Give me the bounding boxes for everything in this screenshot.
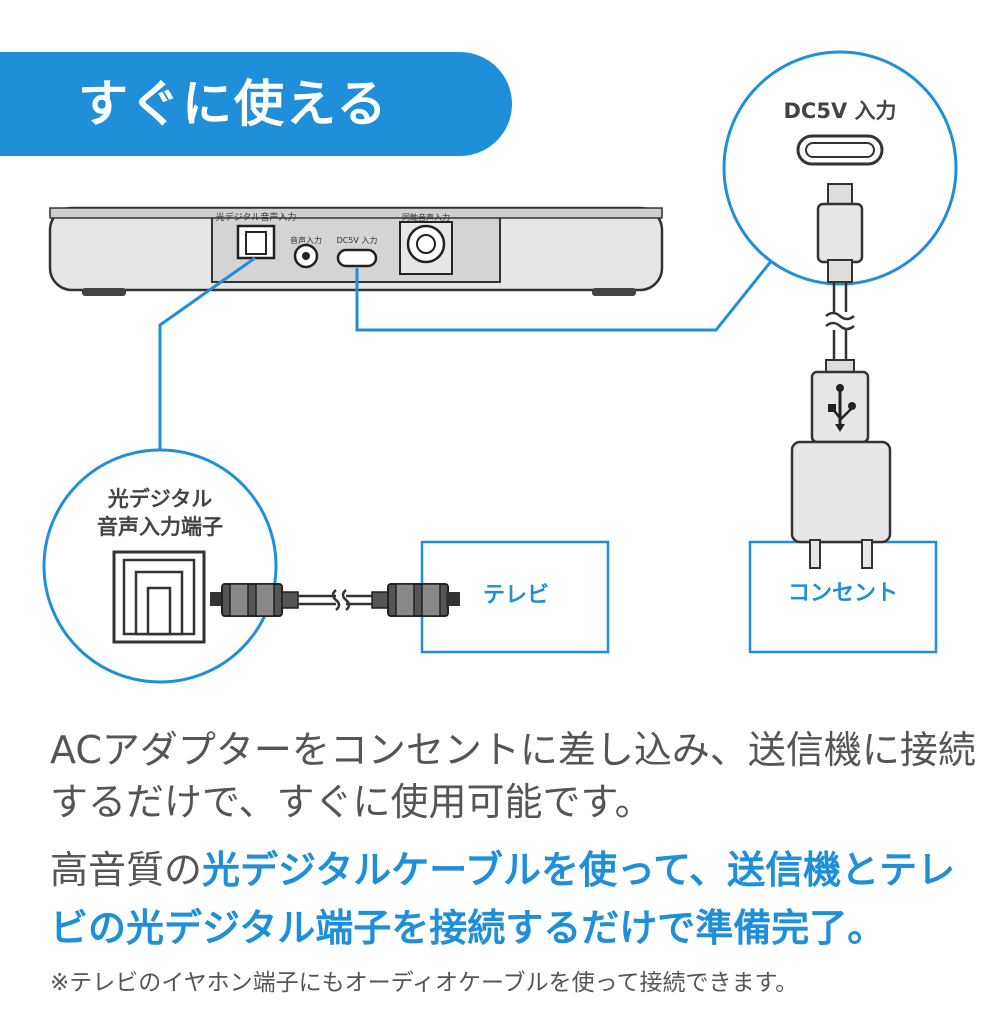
description-line-2: するだけで、すぐに使用可能です。 [50, 780, 653, 824]
description-line-1: ACアダプターをコンセントに差し込み、送信機に接続 [50, 728, 976, 772]
optical-callout-line [158, 256, 256, 450]
usb-icon [828, 384, 856, 432]
dc-port [336, 248, 378, 268]
description-line-3-prefix: 高音質の [50, 848, 203, 892]
banner-title: すぐに使える [78, 75, 389, 133]
tv-label: テレビ [483, 583, 549, 608]
port-label-optical: 光デジタル音声入力 [216, 211, 297, 223]
port-label-dc: DC5V 入力 [337, 235, 378, 245]
description-line-4: ビの光デジタル端子を接続するだけで準備完了。 [50, 906, 886, 950]
ac-adapter [790, 440, 892, 569]
outlet-label: コンセント [788, 581, 898, 606]
optical-cable [210, 583, 460, 617]
header-banner [0, 52, 512, 156]
optical-input-callout: 光デジタル 音声入力端子 [42, 448, 278, 684]
coaxial-port [399, 221, 453, 275]
optical-port [236, 224, 276, 260]
dc-input-label: DC5V 入力 [783, 99, 896, 123]
outlet-box [748, 540, 938, 654]
optical-label-line1: 光デジタル [107, 487, 213, 511]
description-line-3-highlight: 光デジタルケーブルを使って、送信機とテレ [202, 848, 956, 892]
port-label-coaxial: 同軸音声入力 [402, 212, 450, 222]
connection-diagram: 光デジタル音声入力 音声入力 DC5V 入力 同軸音声入力 DC5V 入力 [42, 50, 958, 684]
dc-callout-line [355, 249, 782, 332]
port-label-audio: 音声入力 [290, 235, 322, 245]
optical-label-line2: 音声入力端子 [97, 515, 223, 539]
footnote: ※テレビのイヤホン端子にもオーディオケーブルを使って接続できます。 [50, 970, 799, 996]
description-line-3: 高音質の光デジタルケーブルを使って、送信機とテレ [50, 842, 980, 898]
dc-input-callout: DC5V 入力 [722, 50, 958, 286]
audio-port [293, 243, 319, 269]
